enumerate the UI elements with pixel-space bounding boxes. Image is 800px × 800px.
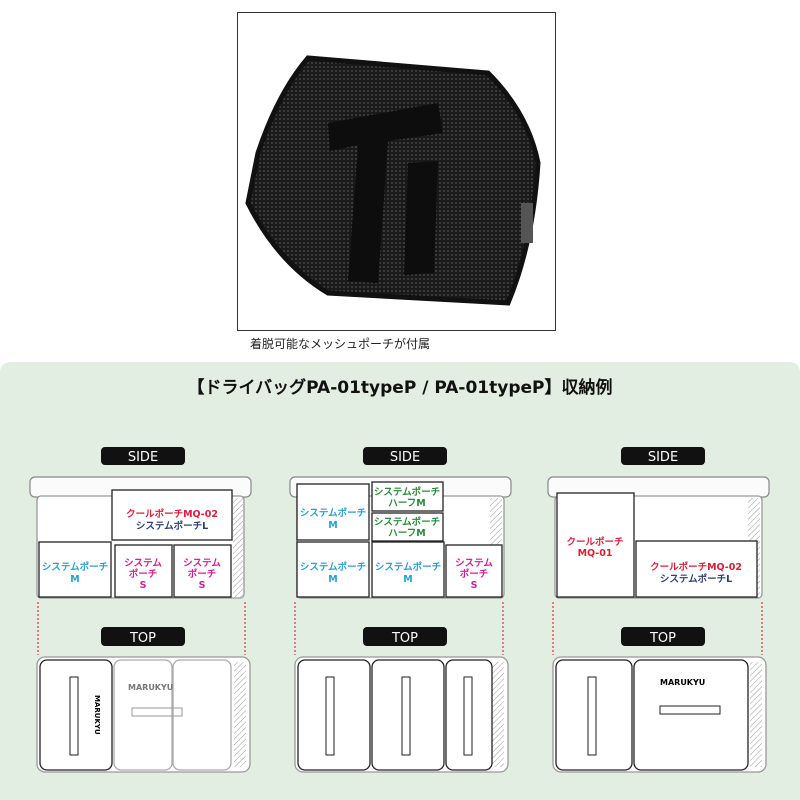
svg-text:MQ-01: MQ-01 [578, 548, 613, 559]
svg-text:ハーフM: ハーフM [388, 528, 425, 539]
brand-logo: MARUKYU [93, 695, 101, 735]
mesh-pouch-image [245, 55, 541, 306]
cool-pouch-mq02 [111, 489, 233, 541]
top-label: TOP [391, 631, 418, 646]
svg-text:ハーフM: ハーフM [388, 498, 425, 509]
example-2: SIDE システムポーチ M システムポーチ ハーフM システムポーチ ハーフM… [289, 447, 512, 773]
svg-text:システムポーチL: システムポーチL [660, 573, 732, 585]
svg-text:システム: システム [455, 558, 493, 569]
side-label: SIDE [128, 450, 158, 465]
svg-text:ポーチ: ポーチ [460, 568, 489, 580]
top-label: TOP [649, 631, 676, 646]
svg-text:システムポーチ: システムポーチ [300, 561, 366, 573]
cool-pouch-mq02 [635, 540, 758, 598]
svg-text:S: S [140, 580, 147, 591]
svg-text:S: S [471, 580, 478, 591]
side-badge [101, 447, 185, 465]
svg-text:M: M [403, 574, 412, 585]
svg-text:M: M [70, 574, 79, 585]
panel-title: 【ドライバッグPA-01typeP / PA-01typeP】収納例 [187, 378, 613, 398]
side-label: SIDE [390, 450, 420, 465]
svg-text:システムポーチ: システムポーチ [375, 561, 441, 573]
svg-text:クールポーチMQ-02: クールポーチMQ-02 [126, 508, 218, 520]
svg-text:クールポーチMQ-02: クールポーチMQ-02 [650, 561, 742, 573]
svg-text:システムポーチ: システムポーチ [42, 561, 108, 573]
brand-logo: MARUKYU [660, 678, 705, 687]
svg-text:ポーチ: ポーチ [188, 568, 217, 580]
system-pouch-s [173, 544, 232, 598]
product-photo [237, 12, 556, 331]
svg-text:S: S [199, 580, 206, 591]
svg-text:システムポーチL: システムポーチL [136, 520, 208, 532]
svg-text:ポーチ: ポーチ [129, 568, 158, 580]
svg-text:M: M [328, 574, 337, 585]
system-pouch-m [38, 541, 112, 598]
cool-pouch-mq01 [556, 492, 635, 598]
svg-text:システム: システム [183, 558, 221, 569]
photo-caption: 着脱可能なメッシュポーチが付属 [250, 337, 431, 351]
system-pouch-s [114, 544, 173, 598]
svg-text:クールポーチ: クールポーチ [566, 536, 623, 548]
top-badge [101, 627, 185, 646]
svg-text:システムポーチ: システムポーチ [374, 486, 440, 498]
svg-text:システムポーチ: システムポーチ [300, 507, 366, 519]
top-label: TOP [129, 631, 156, 646]
brand-logo: MARUKYU [128, 683, 173, 692]
svg-text:システム: システム [124, 558, 162, 569]
side-label: SIDE [648, 450, 678, 465]
example-1: SIDE クールポーチMQ-02 システムポーチL システムポーチ M システム… [29, 447, 252, 773]
example-3: SIDE クールポーチ MQ-01 クールポーチMQ-02 システムポーチL T… [547, 447, 770, 773]
svg-text:M: M [328, 520, 337, 531]
svg-text:システムポーチ: システムポーチ [374, 516, 440, 528]
